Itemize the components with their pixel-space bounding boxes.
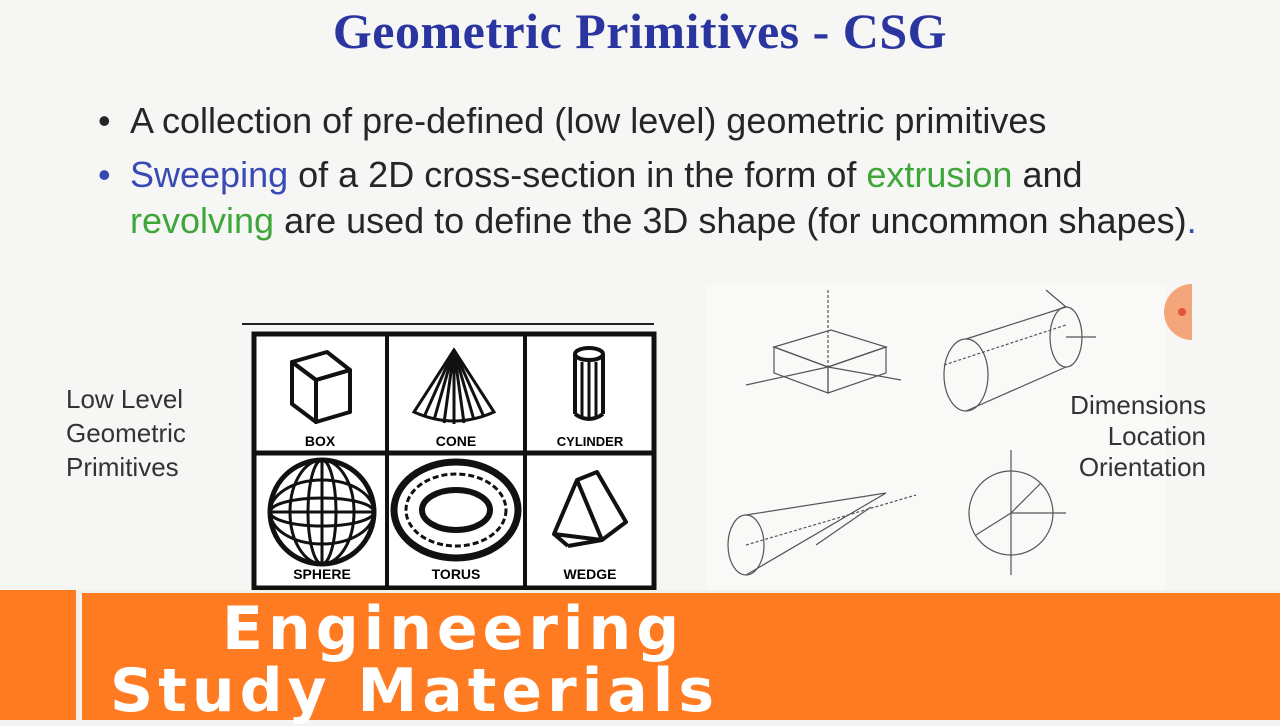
cone-icon (411, 347, 497, 424)
label-line: Dimensions (1070, 390, 1206, 420)
sweep-sketches (706, 285, 1166, 590)
bullet-text: and (1012, 154, 1083, 195)
slide: Geometric Primitives - CSG • A collectio… (66, 3, 1218, 590)
banner-divider (76, 590, 82, 720)
primitive-label-wedge: WEDGE (564, 566, 617, 582)
primitive-label-cone: CONE (436, 433, 476, 449)
low-level-label: Low Level Geometric Primitives (66, 382, 186, 484)
term-sweeping: Sweeping (130, 154, 289, 195)
box-icon (290, 350, 352, 424)
bullet-end: . (1186, 200, 1197, 241)
banner-title-line2: Study Materials (110, 656, 720, 726)
bullet-list: • A collection of pre-defined (low level… (98, 98, 1218, 252)
sun-logo-icon (1164, 284, 1192, 340)
banner (0, 590, 1280, 720)
primitive-label-torus: TORUS (432, 566, 481, 582)
circle-sketch (968, 450, 1066, 575)
bullet-marker: • (98, 100, 111, 141)
torus-icon (390, 458, 522, 562)
primitive-label-sphere: SPHERE (293, 566, 351, 582)
dimensions-label: Dimensions Location Orientation (1070, 390, 1206, 483)
label-line: Location (1107, 421, 1206, 451)
cylinder-icon (573, 346, 605, 421)
label-line: Primitives (66, 452, 179, 482)
slide-title: Geometric Primitives - CSG (332, 3, 948, 59)
primitives-grid: BOX CONE CYLINDER (242, 323, 657, 590)
revolved-cylinder-sketch (943, 289, 1096, 412)
primitive-label-cylinder: CYLINDER (557, 434, 624, 449)
bullet-text: of a 2D cross-section in the form of (288, 154, 867, 195)
bullet-text: A collection of pre-defined (low level) … (130, 100, 1047, 141)
bullet-item: • A collection of pre-defined (low level… (98, 98, 1218, 144)
banner-stub (0, 590, 76, 720)
wedge-icon (552, 470, 628, 548)
bullet-text: are used to define the 3D shape (for unc… (274, 200, 1187, 241)
extrusion-sketch (745, 290, 902, 394)
label-line: Geometric (66, 418, 186, 448)
cone-sketch (727, 492, 917, 576)
banner-top-rule (82, 590, 1280, 593)
term-extrusion: extrusion (866, 154, 1013, 195)
term-revolving: revolving (130, 200, 275, 241)
primitive-label-box: BOX (305, 433, 336, 449)
label-line: Low Level (66, 384, 184, 414)
banner-title-line1: Engineering (222, 594, 685, 664)
bullet-marker: • (98, 154, 111, 195)
bullet-item: • Sweeping of a 2D cross-section in the … (98, 152, 1218, 244)
label-line: Orientation (1078, 452, 1206, 482)
sphere-icon (267, 457, 377, 567)
